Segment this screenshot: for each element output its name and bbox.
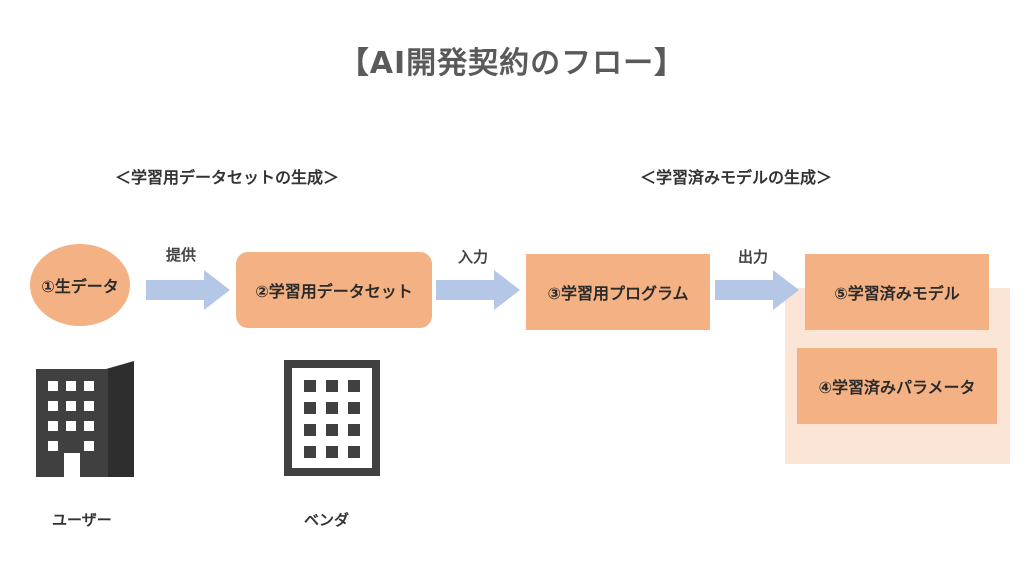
node-trained-parameters-label: ④学習済みパラメータ (818, 378, 976, 397)
node-raw-data: ①生データ (30, 244, 130, 326)
section-heading-model: ＜学習済みモデルの生成＞ (640, 168, 833, 187)
node-training-program-label: ③学習用プログラム (547, 284, 689, 303)
arrow-input (436, 270, 520, 310)
arrow-provide-shape (146, 270, 230, 310)
node-training-program: ③学習用プログラム (526, 254, 710, 330)
section-heading-dataset: ＜学習用データセットの生成＞ (115, 168, 340, 187)
edge-label-provide: 提供 (166, 246, 197, 264)
node-trained-model-label: ⑤学習済みモデル (834, 284, 960, 303)
office-building-outline-icon (284, 360, 380, 476)
edge-label-input: 入力 (458, 248, 489, 266)
office-building-icon (36, 361, 134, 477)
actor-label-user: ユーザー (52, 511, 112, 529)
edge-label-output: 出力 (738, 248, 769, 266)
diagram-title: 【AI開発契約のフロー】 (338, 46, 686, 81)
node-raw-data-label: ①生データ (41, 277, 119, 296)
arrow-input-shape (436, 270, 520, 310)
node-training-dataset-label: ②学習用データセット (255, 282, 413, 301)
arrow-output-shape (715, 270, 799, 310)
actor-label-vendor: ベンダ (304, 511, 350, 529)
arrow-provide (146, 270, 230, 310)
node-trained-parameters: ④学習済みパラメータ (797, 348, 997, 424)
node-trained-model: ⑤学習済みモデル (805, 254, 989, 330)
node-training-dataset: ②学習用データセット (236, 252, 432, 328)
arrow-output (715, 270, 799, 310)
